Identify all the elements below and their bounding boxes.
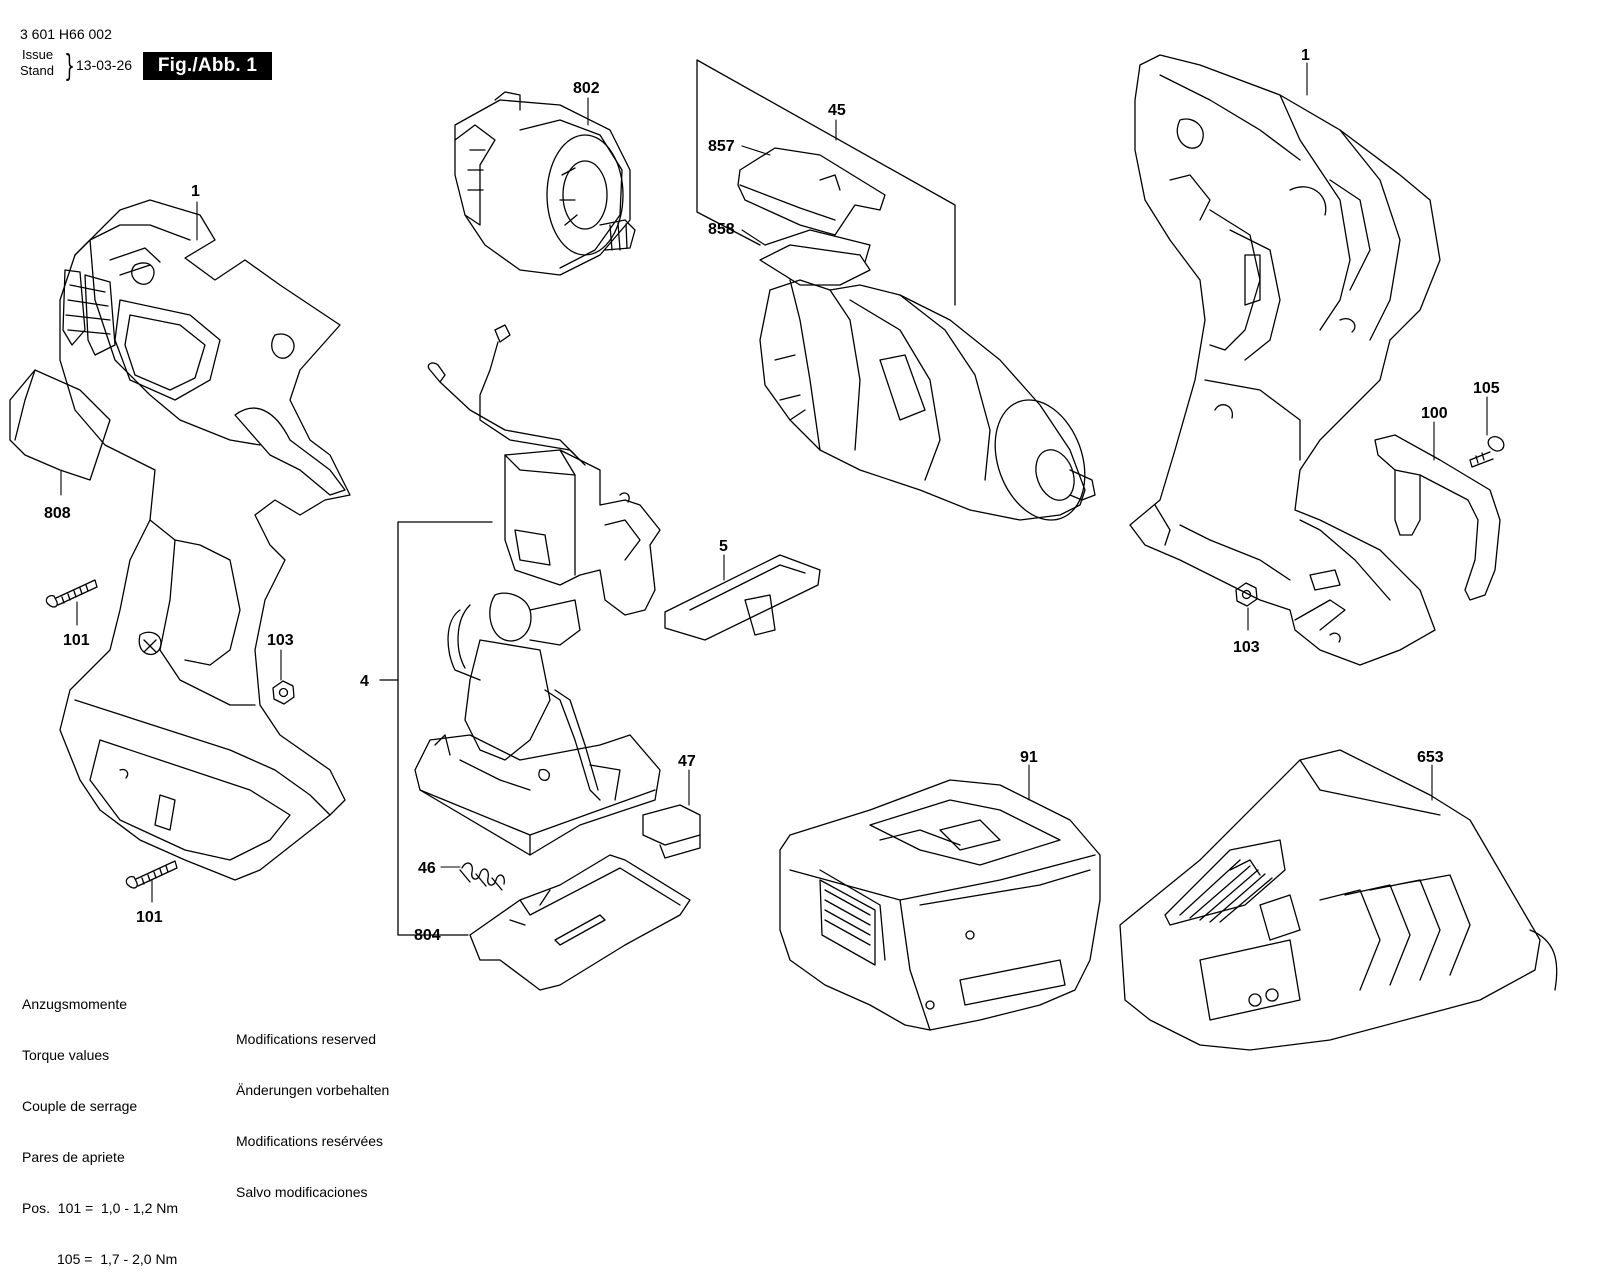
label-part-45: 45 — [828, 102, 846, 119]
label-part-46: 46 — [418, 860, 436, 877]
nut-103-left — [272, 680, 295, 705]
battery-91 — [779, 779, 1101, 1031]
label-part-808: 808 — [44, 505, 71, 522]
plate-804 — [469, 854, 691, 991]
label-part-91: 91 — [1020, 749, 1038, 766]
figure-label: Fig./Abb. 1 — [143, 52, 272, 80]
torque-notes: Anzugsmomente Torque values Couple de se… — [22, 962, 178, 1285]
gearbox-45 — [759, 229, 1096, 521]
torque-line-fr: Couple de serrage — [22, 1098, 138, 1114]
screw-105 — [1469, 436, 1505, 468]
assembly-bracket-45 — [696, 59, 956, 306]
screw-101-bottom — [125, 860, 178, 889]
torque-line-es: Pares de apriete — [22, 1149, 125, 1165]
label-part-857: 857 — [708, 138, 735, 155]
housing-right-half — [1129, 54, 1441, 666]
label-part-4: 4 — [360, 673, 369, 690]
label-part-103-left: 103 — [267, 632, 294, 649]
torque-line-de: Anzugsmomente — [22, 996, 128, 1012]
stand-label: Stand — [20, 63, 54, 78]
motor-802 — [454, 91, 636, 276]
selector-857 — [737, 147, 886, 236]
modifications-line-en: Modifications reserved — [236, 1031, 377, 1047]
torque-value-101: Pos. 101 = 1,0 - 1,2 Nm — [22, 1200, 179, 1216]
torque-line-en: Torque values — [22, 1047, 110, 1063]
label-part-101-top: 101 — [63, 632, 90, 649]
modifications-line-es: Salvo modificaciones — [236, 1184, 368, 1200]
label-strip-808 — [9, 369, 111, 481]
charger-653 — [1119, 749, 1558, 1051]
nut-103-right — [1235, 582, 1258, 607]
latch-47 — [642, 804, 701, 859]
label-part-100: 100 — [1421, 405, 1448, 422]
header-brace: } — [64, 49, 75, 84]
switch-assembly-4 — [414, 324, 661, 856]
label-part-5: 5 — [719, 538, 728, 555]
exploded-parts-diagram: 1 802 45 857 858 1 105 100 808 101 103 5… — [9, 47, 1558, 1051]
belt-clip-100 — [1374, 434, 1501, 601]
label-part-103-right: 103 — [1233, 639, 1260, 656]
torque-value-105: 105 = 1,7 - 2,0 Nm — [22, 1251, 178, 1267]
label-part-1-left: 1 — [191, 183, 200, 200]
spring-46 — [459, 862, 505, 891]
modifications-notice: Modifications reserved Änderungen vorbeh… — [236, 997, 389, 1218]
issue-date: 13-03-26 — [76, 57, 133, 73]
drawing-number: 3 601 H66 002 — [20, 26, 112, 42]
label-part-804: 804 — [414, 927, 441, 944]
label-part-653: 653 — [1417, 749, 1444, 766]
housing-left-half — [59, 199, 351, 881]
slider-5 — [664, 554, 821, 641]
part-labels: 1 802 45 857 858 1 105 100 808 101 103 5… — [44, 47, 1500, 944]
modifications-line-de: Änderungen vorbehalten — [236, 1082, 390, 1098]
label-part-1-right: 1 — [1301, 47, 1310, 64]
label-part-47: 47 — [678, 753, 696, 770]
issue-label: Issue — [22, 47, 54, 62]
label-part-802: 802 — [573, 80, 600, 97]
label-part-105: 105 — [1473, 380, 1500, 397]
label-part-858: 858 — [708, 221, 735, 238]
modifications-line-fr: Modifications resérvées — [236, 1133, 384, 1149]
assembly-bracket-4 — [379, 521, 493, 936]
screw-101-top — [45, 579, 98, 608]
leader-lines — [60, 62, 1488, 903]
label-part-101-bottom: 101 — [136, 909, 163, 926]
